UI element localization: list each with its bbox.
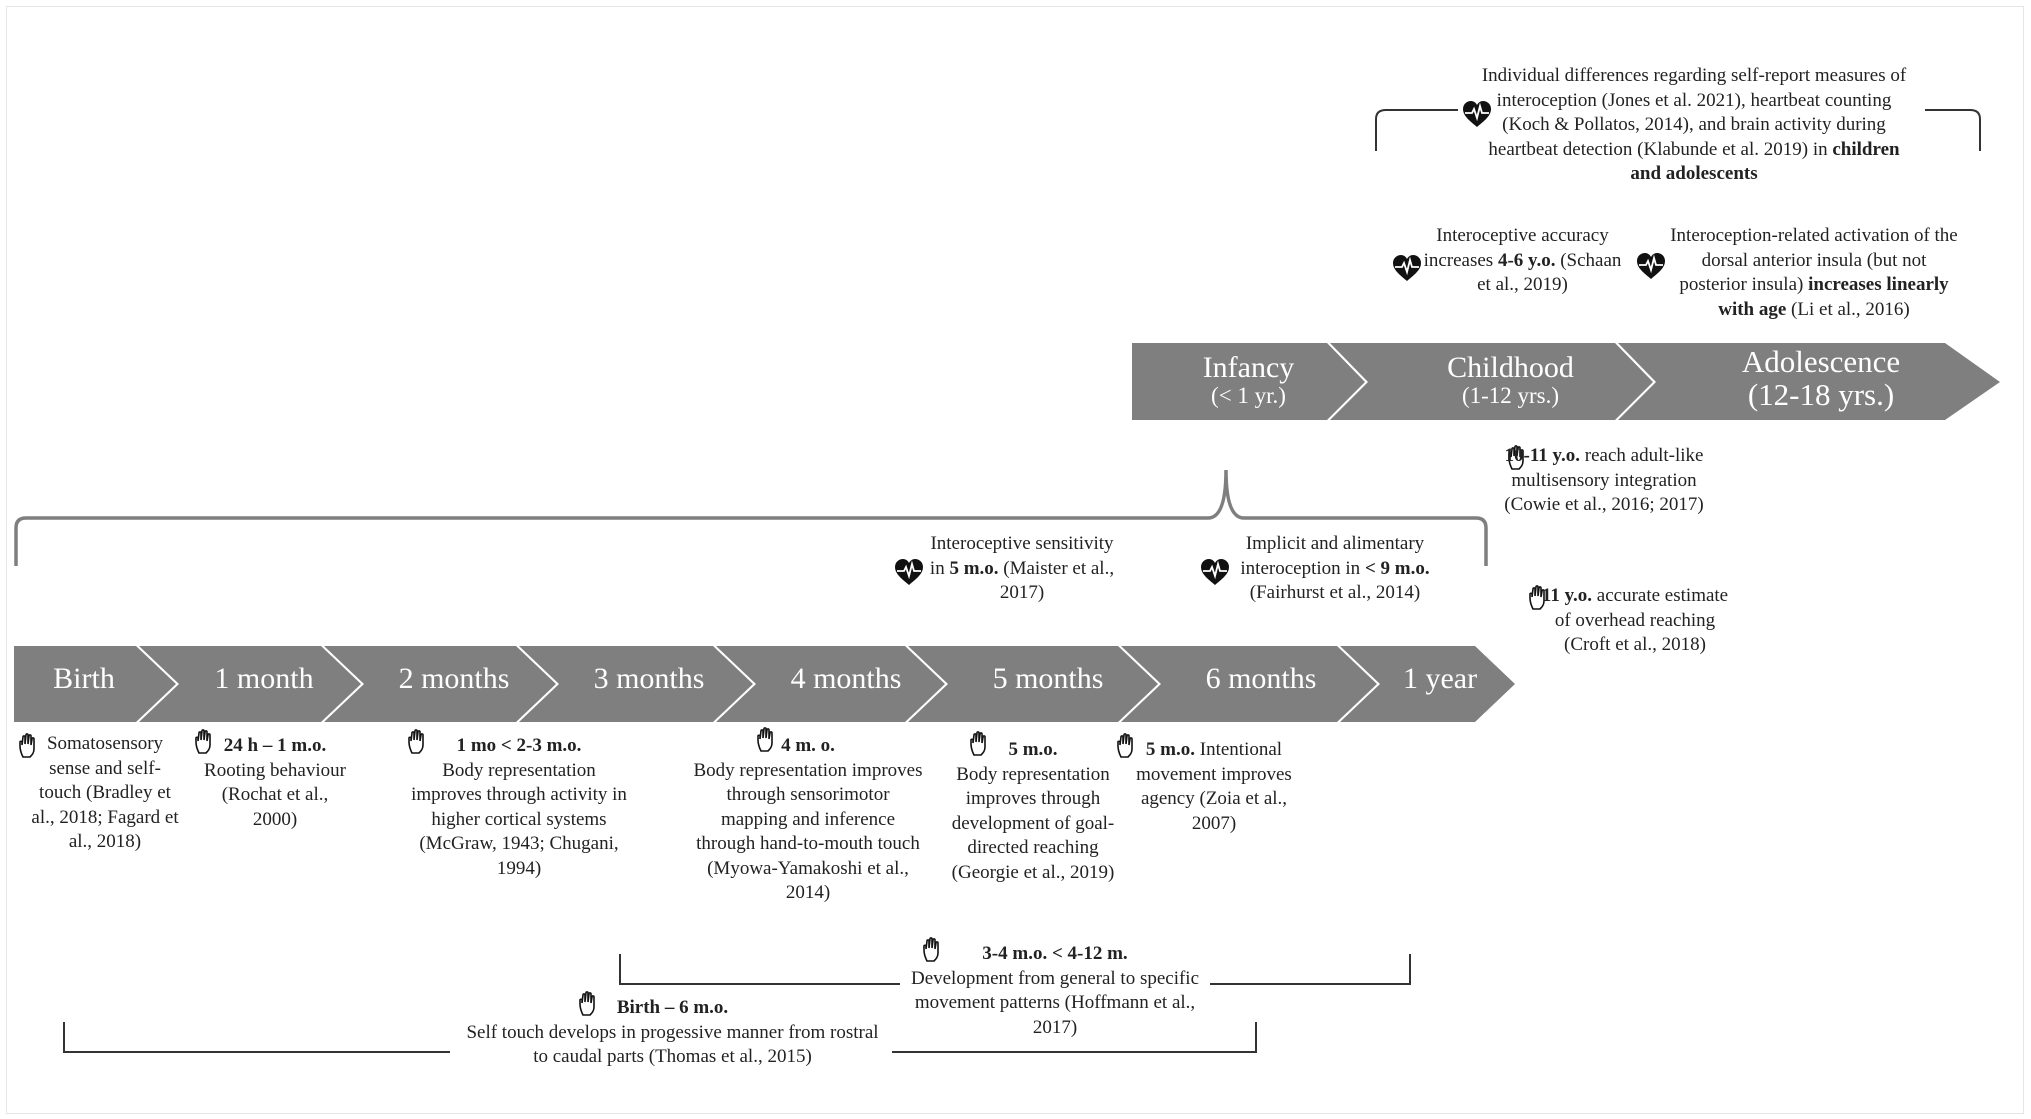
- individual-differences-text: Individual differences regarding self-re…: [1481, 65, 1907, 184]
- hand-icon: [970, 731, 986, 756]
- hand-icon: [19, 733, 35, 758]
- multisensory-text: 10-11 y.o. reach adult-like multisensory…: [1504, 445, 1704, 515]
- top-label-childhood: Childhood (1-12 yrs.): [1447, 351, 1574, 408]
- hand-icon: [1529, 585, 1545, 610]
- intentional-movement-text: 5 m.o. Intentional movement improves age…: [1136, 739, 1292, 834]
- hand-icon: [1117, 733, 1133, 758]
- main-arrow-5-months: [908, 646, 1158, 722]
- self-touch-text: Birth – 6 m.o.Self touch develops in pro…: [466, 997, 879, 1067]
- overhead-reaching-text: 11 y.o. accurate estimate of overhead re…: [1541, 585, 1729, 655]
- main-arrow-3-months: [519, 646, 753, 722]
- heart-icon: [1393, 255, 1421, 281]
- children-adolescents-bracket: [1375, 109, 1458, 151]
- body-rep-cortical-text: 1 mo < 2-3 m.o.Body representation impro…: [411, 735, 627, 879]
- implicit-interoception-text: Implicit and alimentary interoception in…: [1240, 533, 1430, 603]
- figure-border: [6, 6, 2024, 1114]
- main-arrow-1-month: [139, 646, 361, 722]
- main-label-1-year: 1 year: [1402, 662, 1478, 695]
- hand-icon: [757, 727, 773, 752]
- main-arrow-birth: [14, 646, 176, 722]
- top-label-adolescence: Adolescence (12-18 yrs.): [1741, 344, 1901, 412]
- heart-icon: [895, 559, 923, 585]
- main-arrow-1-year: [1340, 646, 1515, 722]
- self-touch-bracket-right: [892, 1022, 1257, 1053]
- rooting-text: 24 h – 1 m.o.Rooting behaviour (Rochat e…: [204, 735, 346, 830]
- main-label-2-months: 2 months: [398, 662, 510, 695]
- main-arrow-4-months: [716, 646, 945, 722]
- heart-icon: [1201, 559, 1229, 585]
- self-touch-bracket: [63, 1022, 450, 1053]
- movement-patterns-bracket: [619, 954, 900, 985]
- heart-icon: [1637, 253, 1665, 279]
- top-arrow-infancy: [1132, 343, 1365, 420]
- main-label-3-months: 3 months: [593, 662, 705, 695]
- main-arrow-6-months: [1121, 646, 1377, 722]
- movement-patterns-text: 3-4 m.o. < 4-12 m.Development from gener…: [910, 943, 1200, 1038]
- heart-icon: [1463, 101, 1491, 127]
- main-label-5-months: 5 months: [992, 662, 1104, 695]
- hand-icon: [408, 729, 424, 754]
- hand-icon: [579, 991, 595, 1016]
- hand-icon: [923, 937, 939, 962]
- body-rep-sensorimotor-text: 4 m. o.Body representation improves thro…: [693, 735, 923, 903]
- hand-icon: [1508, 445, 1524, 470]
- somatosensory-text: Somatosensory sense and self-touch (Brad…: [31, 733, 179, 852]
- top-label-infancy: Infancy (< 1 yr.): [1202, 351, 1295, 408]
- main-label-4-months: 4 months: [790, 662, 902, 695]
- movement-patterns-bracket-right: [1210, 954, 1411, 985]
- hand-icon: [195, 729, 211, 754]
- main-arrow-2-months: [324, 646, 556, 722]
- children-adolescents-bracket-right: [1925, 109, 1981, 151]
- main-label-6-months: 6 months: [1205, 662, 1317, 695]
- insula-activation-text: Interoception-related activation of the …: [1670, 225, 1958, 320]
- interoceptive-sensitivity-text: Interoceptive sensitivity in 5 m.o. (Mai…: [929, 533, 1115, 603]
- interoceptive-accuracy-text: Interoceptive accuracy increases 4-6 y.o…: [1423, 225, 1622, 295]
- top-arrow-childhood: [1330, 343, 1653, 420]
- main-label-1-month: 1 month: [214, 662, 314, 695]
- top-arrow-adolescence: [1618, 343, 2000, 420]
- infancy-brace: [14, 469, 1488, 566]
- main-label-birth: Birth: [53, 662, 115, 695]
- body-rep-reaching-text: 5 m.o.Body representation improves throu…: [951, 739, 1115, 883]
